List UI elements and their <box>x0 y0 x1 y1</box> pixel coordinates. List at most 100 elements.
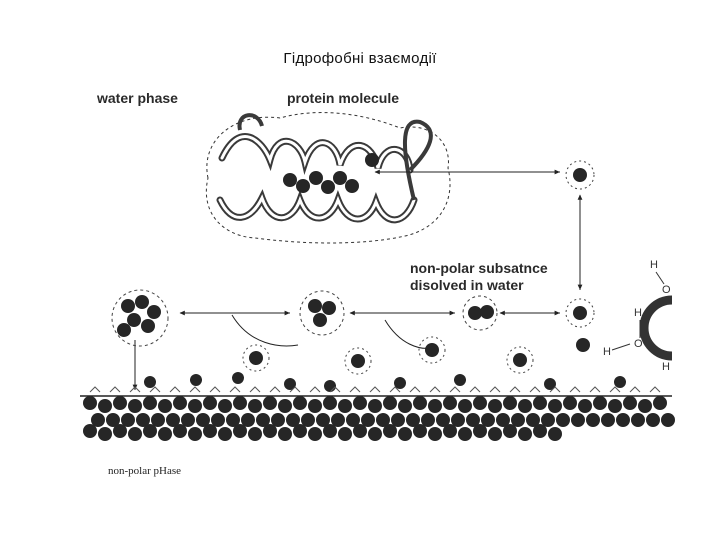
hydration-mark <box>649 386 661 393</box>
phase-particle <box>181 413 195 427</box>
phase-particle <box>368 399 382 413</box>
core-particle <box>321 180 335 194</box>
phase-particle <box>518 427 532 441</box>
hydration-mark <box>249 386 261 393</box>
solvated-particles-row <box>144 336 626 392</box>
phase-particle <box>91 413 105 427</box>
phase-particle <box>443 396 457 410</box>
phase-particle <box>151 413 165 427</box>
phase-particle <box>331 413 345 427</box>
curve-link <box>384 319 433 349</box>
particle <box>308 299 322 313</box>
water-phase-label: water phase <box>96 90 178 106</box>
phase-particle <box>113 424 127 438</box>
hydration-shell <box>111 289 169 347</box>
phase-particle <box>106 413 120 427</box>
phase-particle <box>473 424 487 438</box>
phase-particle <box>616 413 630 427</box>
bond-line <box>655 271 665 285</box>
phase-particle <box>166 413 180 427</box>
phase-particle <box>83 424 97 438</box>
phase-particle <box>256 413 270 427</box>
phase-particle <box>128 399 142 413</box>
particle <box>468 306 482 320</box>
phase-particle <box>518 399 532 413</box>
protein-loop <box>402 119 433 201</box>
phase-particle <box>488 399 502 413</box>
nonpolar-phase-label: non-polar pHase <box>108 465 181 477</box>
particle <box>544 378 556 390</box>
phase-particle <box>158 399 172 413</box>
hydration-shell <box>565 298 595 328</box>
phase-particle <box>421 413 435 427</box>
water-ring <box>639 295 673 361</box>
hydration-mark <box>409 386 421 393</box>
phase-particle <box>548 399 562 413</box>
phase-particle <box>368 427 382 441</box>
phase-particle <box>226 413 240 427</box>
phase-particle <box>541 413 555 427</box>
phase-particle <box>263 396 277 410</box>
hydration-mark <box>609 386 621 393</box>
phase-particle <box>353 396 367 410</box>
hydration-mark <box>329 386 341 393</box>
phase-particle <box>173 424 187 438</box>
hydration-mark <box>629 386 641 393</box>
phase-particle <box>481 413 495 427</box>
phase-particle <box>638 399 652 413</box>
particle <box>249 351 263 365</box>
phase-particle <box>143 424 157 438</box>
phase-particle <box>98 427 112 441</box>
phase-particle <box>136 413 150 427</box>
particle <box>313 313 327 327</box>
hydration-mark <box>289 386 301 393</box>
hydration-shell <box>462 295 498 331</box>
phase-particle <box>188 399 202 413</box>
phase-particle <box>98 399 112 413</box>
hydration-shell <box>565 160 595 190</box>
slide-title: Гідрофобні взаємодії <box>283 50 437 67</box>
protein-molecule <box>205 112 451 244</box>
phase-particle <box>571 413 585 427</box>
protein-helix-top-core <box>220 135 412 172</box>
phase-particle <box>241 413 255 427</box>
particle <box>147 305 161 319</box>
core-particle <box>333 171 347 185</box>
phase-particle <box>308 399 322 413</box>
core-particle <box>345 179 359 193</box>
hydrogen-atom: H <box>662 361 670 373</box>
particle <box>573 168 587 182</box>
phase-particle <box>653 396 667 410</box>
phase-particle <box>308 427 322 441</box>
solvated-particle-top <box>565 160 595 190</box>
phase-particle <box>511 413 525 427</box>
phase-particle <box>556 413 570 427</box>
core-particle <box>365 153 379 167</box>
hydrogen-atom: H <box>634 307 642 319</box>
particle <box>190 374 202 386</box>
phase-particle <box>458 399 472 413</box>
phase-particle <box>526 413 540 427</box>
phase-particle <box>158 427 172 441</box>
phase-particle <box>263 424 277 438</box>
phase-particle <box>293 396 307 410</box>
hydrogen-atom: H <box>650 259 658 271</box>
phase-particle <box>661 413 675 427</box>
curve-link <box>231 314 299 347</box>
phase-particle <box>533 424 547 438</box>
phase-particle <box>361 413 375 427</box>
hydration-mark <box>429 386 441 393</box>
phase-particle <box>391 413 405 427</box>
phase-particle <box>143 396 157 410</box>
particle <box>480 305 494 319</box>
phase-particle <box>293 424 307 438</box>
hydration-mark <box>189 386 201 393</box>
protein-molecule-label: protein molecule <box>287 90 399 106</box>
phase-particle <box>593 396 607 410</box>
phase-particle <box>301 413 315 427</box>
phase-particle <box>398 399 412 413</box>
phase-particle <box>218 399 232 413</box>
phase-particle <box>233 424 247 438</box>
phase-particle <box>548 427 562 441</box>
phase-particle <box>413 396 427 410</box>
